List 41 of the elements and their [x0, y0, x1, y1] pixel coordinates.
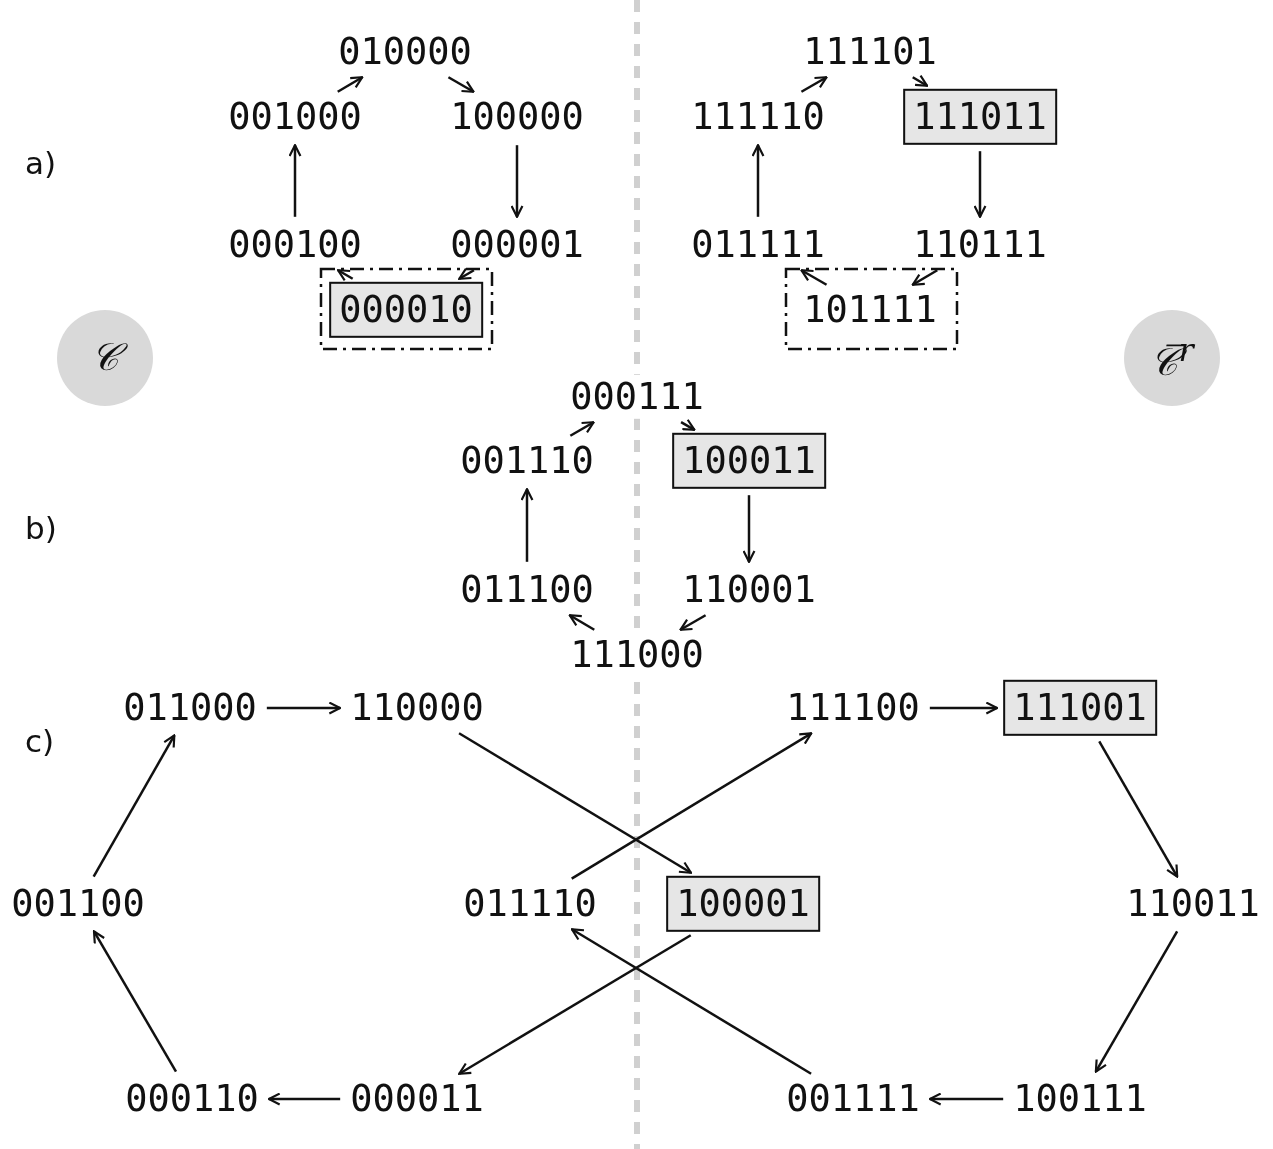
panel-label: b) [25, 510, 57, 546]
arrow [800, 76, 828, 93]
arrow [570, 928, 812, 1075]
set-symbol-circle: 𝒞 [57, 310, 153, 406]
arrow [92, 930, 178, 1073]
arrow [337, 269, 354, 282]
arrow [266, 701, 342, 715]
arrow [92, 734, 176, 878]
arrow [973, 151, 987, 218]
arrow [510, 145, 524, 218]
panel-label: a) [25, 145, 57, 181]
arrow [569, 421, 595, 437]
arrow [288, 144, 302, 217]
highlighted-word-box: 000010 [329, 281, 483, 339]
highlighted-word-box: 111011 [903, 88, 1057, 146]
arrow [458, 267, 475, 280]
arrow [928, 1092, 1004, 1106]
arrow [337, 76, 364, 93]
highlighted-word-box: 100011 [672, 432, 826, 490]
panel-label: c) [25, 723, 55, 759]
arrow [1098, 740, 1179, 878]
arrow [742, 495, 756, 563]
highlighted-word-box: 111001 [1003, 679, 1157, 737]
highlighted-word-box: 100001 [666, 875, 820, 933]
arrow [1094, 930, 1179, 1073]
dash-dot-frame [319, 268, 493, 350]
arrow [458, 934, 692, 1075]
arrow [267, 1092, 341, 1106]
arrow [568, 614, 595, 631]
arrow [912, 74, 929, 87]
arrow [800, 269, 828, 286]
arrow [680, 418, 696, 431]
arrow [447, 76, 475, 93]
dash-dot-frame [784, 268, 958, 350]
arrow [520, 488, 534, 562]
arrow [458, 732, 693, 874]
arrow [929, 701, 999, 715]
arrow [571, 732, 813, 880]
arrow [751, 144, 765, 217]
arrow [911, 269, 938, 286]
arrow [679, 614, 707, 631]
